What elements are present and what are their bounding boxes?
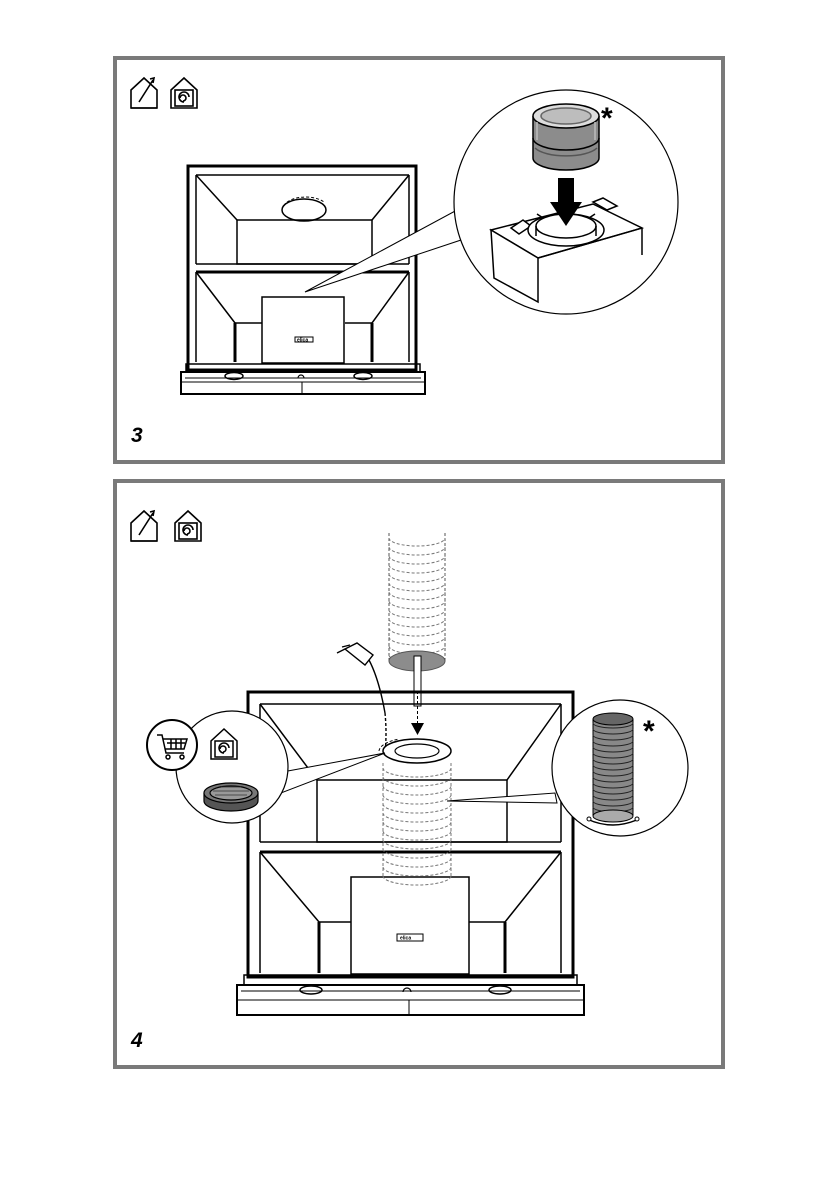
duct-ring bbox=[383, 867, 451, 876]
duct-ring bbox=[389, 637, 445, 645]
duct-ring bbox=[383, 777, 451, 786]
step-3-panel: elica bbox=[113, 56, 725, 464]
hood-body bbox=[248, 692, 573, 977]
duct-ring bbox=[383, 804, 451, 813]
duct-ring bbox=[389, 556, 445, 564]
accessory-purchase-badge bbox=[147, 720, 197, 770]
optional-marker: * bbox=[643, 717, 655, 747]
duct-ring bbox=[383, 858, 451, 867]
recirculation-icon bbox=[171, 78, 197, 108]
duct-opening bbox=[379, 739, 451, 885]
ducted-extraction-icon bbox=[131, 78, 157, 108]
detail-magnifier bbox=[454, 90, 678, 314]
duct-ring bbox=[389, 574, 445, 582]
hood-brand-label: elica bbox=[400, 936, 411, 942]
ducted-extraction-icon bbox=[131, 511, 157, 541]
flexible-duct-roll bbox=[587, 713, 639, 825]
duct-ring bbox=[383, 768, 451, 777]
duct-ring bbox=[389, 565, 445, 573]
duct-ring bbox=[383, 795, 451, 804]
charcoal-filter bbox=[204, 783, 258, 811]
step-number: 4 bbox=[131, 1029, 143, 1053]
duct-ring bbox=[389, 601, 445, 609]
step-4-panel: elica bbox=[113, 479, 725, 1069]
duct-ring bbox=[389, 538, 445, 546]
step-3-illustration: elica bbox=[117, 60, 721, 460]
power-plug bbox=[337, 643, 386, 753]
duct-collar bbox=[533, 104, 599, 170]
duct-ring bbox=[389, 583, 445, 591]
hood-control-strip bbox=[237, 975, 584, 1015]
duct-ring bbox=[383, 786, 451, 795]
duct-ring bbox=[389, 619, 445, 627]
callout-pointer bbox=[305, 210, 467, 292]
step-number: 3 bbox=[131, 424, 143, 448]
duct-ring bbox=[389, 592, 445, 600]
duct-ring bbox=[383, 813, 451, 822]
duct-ring bbox=[389, 610, 445, 618]
recirculation-icon bbox=[175, 511, 201, 541]
duct-ring bbox=[383, 831, 451, 840]
duct-ring bbox=[383, 822, 451, 831]
duct-ring bbox=[389, 628, 445, 636]
filter-callout bbox=[176, 711, 385, 823]
flexible-duct bbox=[389, 533, 445, 671]
hood-brand-label: elica bbox=[297, 338, 308, 344]
duct-ring bbox=[389, 547, 445, 555]
step-4-illustration: elica bbox=[117, 483, 721, 1065]
optional-marker: * bbox=[601, 104, 613, 134]
